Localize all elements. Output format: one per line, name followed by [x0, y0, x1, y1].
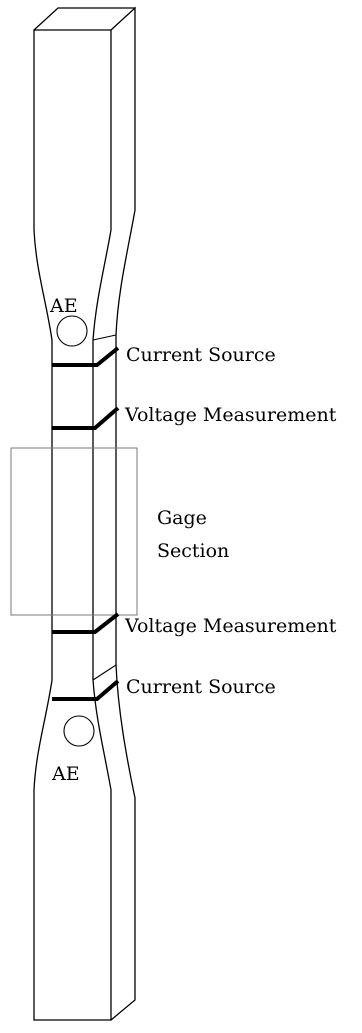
voltage-measurement-label-bottom: Voltage Measurement — [124, 615, 337, 637]
ae-sensor-bottom — [63, 715, 95, 747]
current-source-label-bottom: Current Source — [126, 676, 276, 698]
gage-section-label-line2: Section — [157, 540, 229, 562]
voltage-measurement-lead-top — [52, 406, 120, 430]
specimen-side-face — [110, 6, 136, 1021]
specimen-side-edge — [92, 334, 117, 681]
specimen-front-face — [33, 29, 112, 1021]
ae-label-top: AE — [49, 295, 78, 317]
specimen-top-face — [33, 7, 135, 31]
current-source-lead-top — [52, 346, 120, 367]
current-source-label-top: Current Source — [126, 344, 276, 366]
current-source-lead-bottom — [52, 679, 120, 701]
ae-label-bottom: AE — [51, 763, 80, 785]
gage-section-box — [10, 447, 138, 616]
ae-sensor-top — [56, 315, 88, 347]
voltage-measurement-lead-bottom — [52, 612, 120, 634]
voltage-measurement-label-top: Voltage Measurement — [124, 404, 337, 426]
gage-section-label-line1: Gage — [157, 507, 207, 529]
